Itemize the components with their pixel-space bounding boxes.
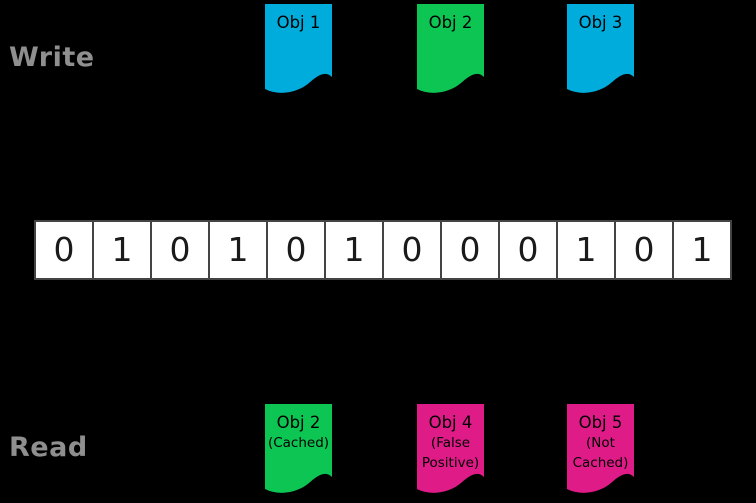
tag-label: Obj 3 [578, 13, 623, 32]
tag-label: Obj 5 [578, 413, 623, 432]
tag-read-obj5: Obj 5 (Not Cached) [567, 404, 634, 496]
read-label: Read [9, 432, 88, 463]
bit-cell: 1 [673, 221, 731, 279]
tag-read-obj4: Obj 4 (False Positive) [417, 404, 484, 496]
tag-sublabel: (False Positive) [421, 435, 480, 471]
ribbon-tag-icon [567, 4, 634, 93]
bit-cell: 1 [325, 221, 383, 279]
tag-sublabel: (Cached) [267, 435, 330, 451]
tag-write-obj1: Obj 1 [265, 4, 332, 96]
write-label: Write [9, 42, 95, 73]
ribbon-tag-icon [417, 404, 484, 493]
bit-cell: 0 [441, 221, 499, 279]
bit-cell: 1 [93, 221, 151, 279]
tag-label: Obj 4 [428, 413, 473, 432]
bit-cell: 0 [499, 221, 557, 279]
bit-cell: 0 [35, 221, 93, 279]
tag-label: Obj 2 [276, 413, 321, 432]
tag-label: Obj 1 [276, 13, 321, 32]
ribbon-tag-icon [417, 4, 484, 93]
tag-read-obj2: Obj 2 (Cached) [265, 404, 332, 496]
bit-cell: 0 [267, 221, 325, 279]
ribbon-tag-icon [567, 404, 634, 493]
ribbon-tag-icon [265, 404, 332, 493]
tag-sublabel: (Not Cached) [572, 435, 629, 471]
bit-array: 0 1 0 1 0 1 0 0 0 1 0 1 [34, 220, 732, 280]
bit-cell: 1 [557, 221, 615, 279]
bit-cell: 1 [209, 221, 267, 279]
tag-write-obj2: Obj 2 [417, 4, 484, 96]
bit-cell: 0 [383, 221, 441, 279]
tag-label: Obj 2 [428, 13, 473, 32]
bit-cell: 0 [615, 221, 673, 279]
ribbon-tag-icon [265, 4, 332, 93]
bit-cell: 0 [151, 221, 209, 279]
tag-write-obj3: Obj 3 [567, 4, 634, 96]
